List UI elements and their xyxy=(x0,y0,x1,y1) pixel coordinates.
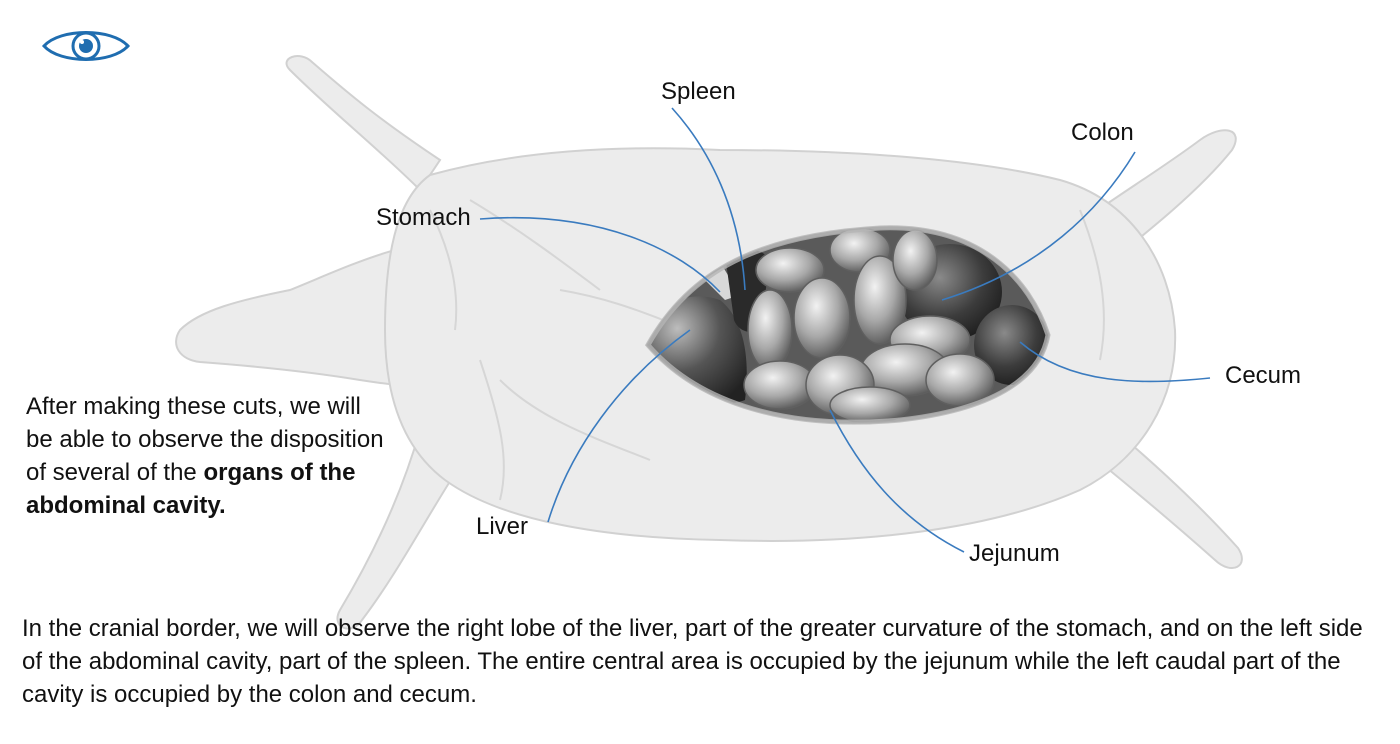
label-colon: Colon xyxy=(1071,119,1134,146)
side-description-emphasis: organs of the abdominal cavity. xyxy=(26,459,356,519)
side-description: After making these cuts, we will be able… xyxy=(26,390,386,522)
label-stomach: Stomach xyxy=(376,204,471,231)
bottom-description: In the cranial border, we will observe t… xyxy=(22,615,1363,708)
label-liver: Liver xyxy=(476,513,529,540)
cecum xyxy=(974,305,1048,385)
leader-lines xyxy=(479,107,1211,553)
side-description-text: After making these cuts, we will be able… xyxy=(26,393,384,486)
eye-icon[interactable] xyxy=(40,22,132,70)
label-spleen: Spleen xyxy=(661,78,736,105)
jejunum-loops xyxy=(743,227,995,423)
label-cecum: Cecum xyxy=(1225,362,1302,389)
label-jejunum: Jejunum xyxy=(969,540,1060,567)
